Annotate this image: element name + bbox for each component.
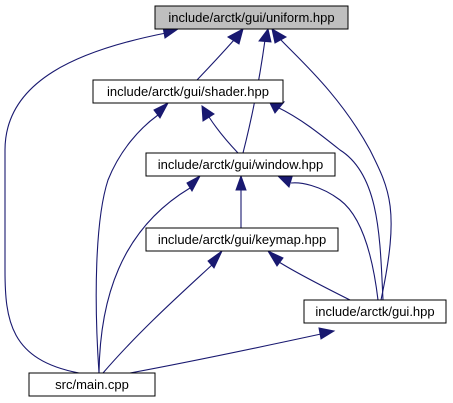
node-label: include/arctk/gui/window.hpp: [158, 157, 324, 172]
edge-arrowhead: [207, 249, 224, 269]
edge-arrowhead: [269, 101, 286, 114]
node-box: [28, 372, 156, 397]
edge-line: [4, 32, 167, 374]
edge-line: [290, 182, 379, 301]
edge-line: [95, 114, 159, 374]
edge-line: [98, 187, 191, 374]
edge-shader-to-uniform: [196, 28, 244, 81]
edge-main-to-keymap: [102, 249, 224, 374]
edge-gui-to-shader: [269, 101, 384, 301]
edge-line: [208, 116, 239, 154]
edge-main-to-gui: [129, 327, 336, 374]
node-label: src/main.cpp: [55, 377, 129, 392]
edge-line: [276, 106, 384, 301]
node-label: include/arctk/gui/uniform.hpp: [168, 10, 334, 25]
edge-window-to-shader: [201, 105, 239, 154]
edge-arrowhead: [235, 174, 247, 191]
node-box: [145, 152, 336, 177]
edge-arrowhead: [318, 327, 336, 340]
edge-line: [129, 333, 322, 374]
edge-arrowhead: [227, 28, 244, 45]
node-label: include/arctk/gui.hpp: [315, 304, 434, 319]
edge-line: [196, 39, 235, 81]
node-window[interactable]: include/arctk/gui/window.hpp: [145, 152, 336, 177]
edge-arrowhead: [271, 28, 288, 44]
nodes-layer: include/arctk/gui/uniform.hpp include/arc…: [28, 5, 447, 397]
node-label: include/arctk/gui/shader.hpp: [107, 84, 269, 99]
node-gui[interactable]: include/arctk/gui.hpp: [303, 299, 447, 324]
node-box: [154, 5, 349, 30]
edge-gui-to-keymap: [266, 249, 351, 301]
node-shader[interactable]: include/arctk/gui/shader.hpp: [92, 79, 284, 104]
edge-keymap-to-window: [235, 174, 247, 228]
edge-arrowhead: [153, 101, 170, 119]
node-keymap[interactable]: include/arctk/gui/keymap.hpp: [145, 227, 339, 252]
node-box: [145, 227, 339, 252]
edge-line: [278, 261, 351, 301]
edge-gui-to-window: [277, 176, 379, 301]
node-uniform: include/arctk/gui/uniform.hpp: [154, 5, 349, 30]
edges-layer: [4, 26, 392, 374]
edge-line: [280, 39, 392, 301]
node-box: [303, 299, 447, 324]
edge-line: [102, 263, 214, 374]
edge-gui-to-uniform: [271, 28, 392, 301]
node-main[interactable]: src/main.cpp: [28, 372, 156, 397]
node-label: include/arctk/gui/keymap.hpp: [158, 232, 326, 247]
edge-arrowhead: [186, 174, 202, 192]
edge-main-to-shader: [95, 101, 170, 374]
edge-arrowhead: [277, 176, 293, 188]
node-box: [92, 79, 284, 104]
edge-arrowhead: [266, 249, 284, 267]
edge-arrowhead: [258, 27, 272, 43]
edge-main-to-window: [98, 174, 202, 374]
edge-arrowhead: [201, 105, 215, 122]
